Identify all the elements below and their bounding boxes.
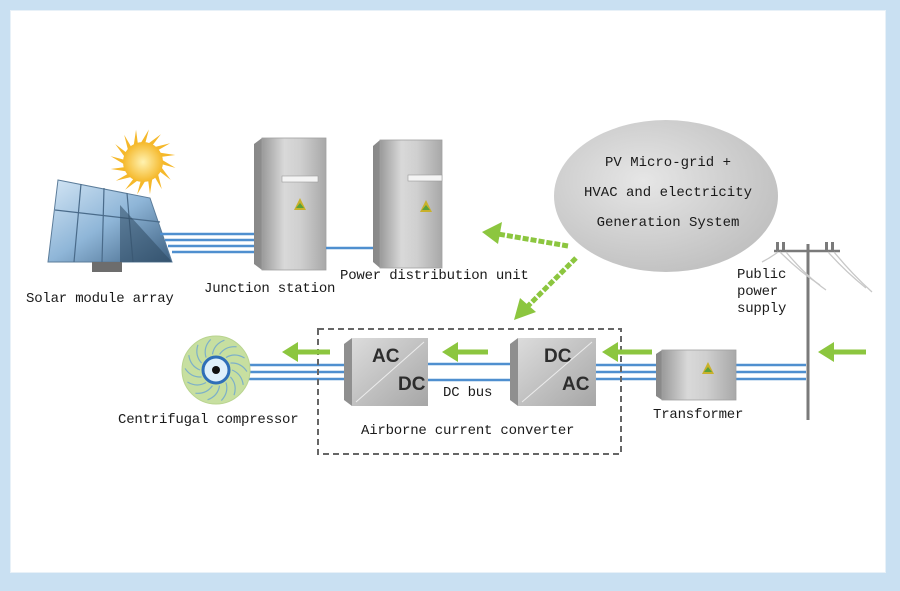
inverter-dc-ac-box	[510, 338, 596, 406]
sun-ray	[161, 159, 176, 168]
public-power-supply-label: Public power supply	[737, 267, 787, 317]
compressor-label: Centrifugal compressor	[118, 412, 299, 428]
cable-grid-to-transformer	[736, 363, 806, 381]
compressor-blade	[188, 355, 201, 371]
sun-icon	[110, 129, 176, 195]
converter-group-label: Airborne current converter	[361, 423, 575, 439]
pdu-label: Power distribution unit	[340, 268, 529, 284]
sun-ray	[159, 167, 171, 180]
inverter-output-label: AC	[562, 374, 590, 395]
sun-ray	[140, 129, 149, 144]
compressor-blade	[187, 381, 207, 386]
power-distribution-unit-cabinet	[373, 139, 443, 269]
diagram-frame	[10, 10, 886, 573]
compressor-blade	[219, 346, 237, 355]
flow-arrow-into-pole	[818, 342, 866, 362]
compressor-icon	[181, 335, 251, 405]
system-bubble-text: PV Micro-grid + HVAC and electricity Gen…	[558, 148, 778, 238]
utility-pole-icon	[761, 242, 873, 420]
cable-converter-to-compressor	[240, 363, 344, 381]
compressor-blade	[211, 339, 225, 355]
rectifier-input-label: AC	[372, 346, 400, 367]
solar-panel-icon	[47, 179, 173, 272]
flow-arrow-into-inverter	[602, 342, 652, 362]
compressor-blade	[204, 339, 212, 358]
dc-bus-label: DC bus	[443, 385, 493, 401]
flow-arrow-to-pdu	[482, 222, 569, 249]
sun-ray	[137, 180, 146, 195]
sun-ray	[110, 156, 125, 165]
cable-transformer-to-inverter	[596, 363, 656, 381]
dc-bus-cable	[428, 362, 514, 382]
compressor-blade	[220, 382, 228, 401]
transformer-label: Transformer	[653, 407, 744, 423]
bubble-line-1: PV Micro-grid +	[604, 155, 732, 171]
compressor-blade	[184, 368, 202, 378]
compressor-blade	[231, 369, 244, 385]
sun-ray	[148, 134, 161, 146]
sun-ray	[125, 178, 138, 190]
sun-ray	[124, 134, 132, 151]
compressor-blade	[229, 376, 236, 396]
flow-arrow-to-converter	[514, 256, 578, 320]
bubble-line-2: HVAC and electricity	[583, 185, 753, 201]
junction-station-cabinet	[254, 137, 327, 271]
compressor-blade	[230, 362, 248, 372]
sun-ray	[110, 167, 127, 172]
flow-arrow-to-compressor	[282, 342, 330, 362]
cable-solar-to-junction	[160, 232, 256, 254]
inverter-input-label: DC	[544, 346, 572, 367]
transformer-icon	[656, 349, 737, 401]
sun-ray	[133, 129, 138, 146]
compressor-blade	[207, 385, 221, 401]
junction-station-label: Junction station	[204, 281, 336, 297]
compressor-blade	[195, 385, 213, 394]
sun-ray	[154, 173, 162, 190]
sun-ray	[115, 144, 127, 157]
solar-array-label: Solar module array	[26, 291, 174, 307]
sun-ray	[148, 178, 153, 195]
rectifier-ac-dc-box	[344, 338, 428, 406]
rectifier-output-label: DC	[398, 374, 426, 395]
sun-ray	[115, 173, 132, 181]
sun-ray	[154, 143, 171, 151]
system-bubble	[554, 120, 778, 272]
sun-ray	[159, 152, 176, 157]
compressor-blade	[225, 354, 245, 359]
flow-arrow-dc-bus	[442, 342, 488, 362]
converter-group-box	[317, 328, 622, 455]
compressor-blade	[196, 344, 203, 364]
bubble-line-3: Generation System	[596, 215, 740, 231]
